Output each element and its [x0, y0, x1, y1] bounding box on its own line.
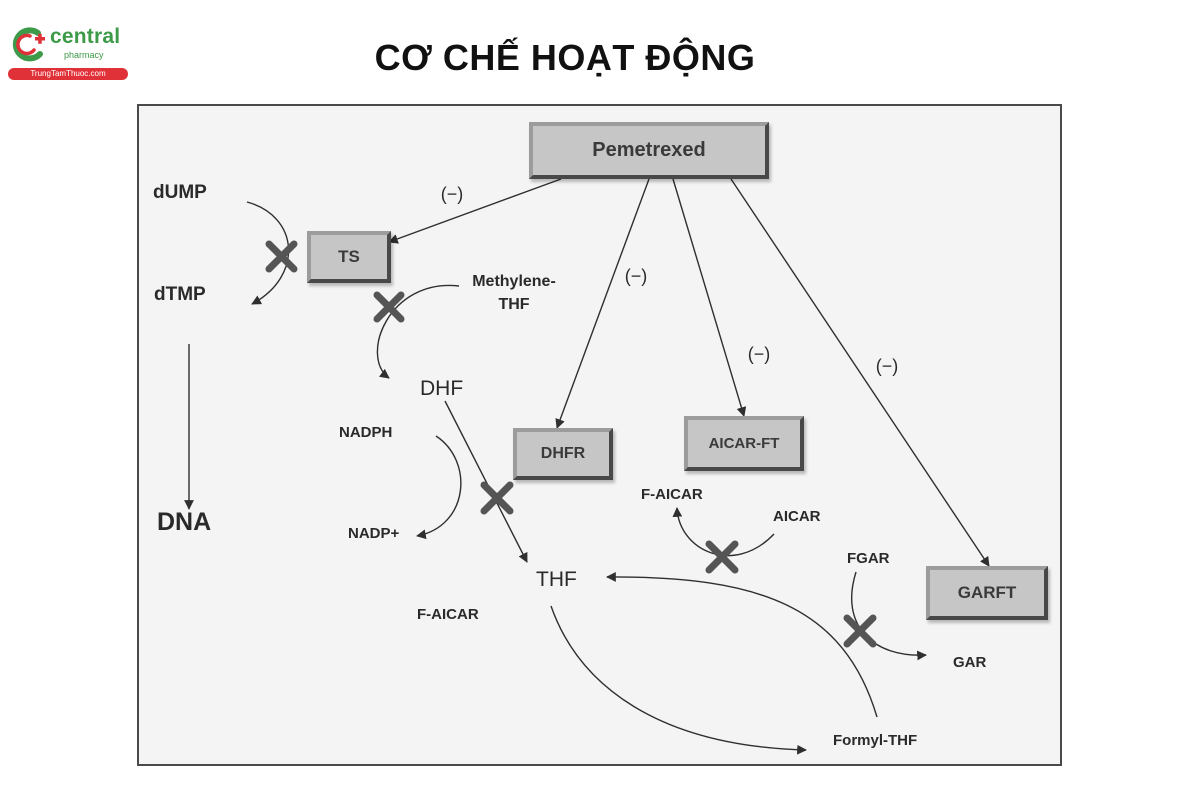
inhibition-mark-dhfr: (−)	[624, 266, 648, 286]
label-gar: GAR	[953, 654, 987, 671]
central-pharmacy-logo: central pharmacy TrungTamThuoc.com	[6, 22, 130, 84]
label-dump: dUMP	[153, 182, 207, 203]
page-title: CƠ CHẾ HOẠT ĐỘNG	[374, 37, 756, 78]
label-methylene-thf-line1: Methylene-	[472, 273, 556, 290]
dhfr-enzyme-box: DHFR	[513, 428, 613, 480]
block-cross-aicar-ft	[705, 540, 739, 574]
label-f-aicar-right: F-AICAR	[641, 486, 703, 503]
logo-mark-icon	[12, 27, 45, 62]
mechanism-diagram: Pemetrexed TS DHFR AICAR-FT GARFT (−) (−…	[137, 104, 1062, 766]
arrow-pemetrexed-to-aicar-ft	[672, 178, 747, 417]
label-f-aicar-left: F-AICAR	[417, 606, 479, 623]
arrow-pemetrexed-to-garft	[730, 178, 990, 567]
ts-enzyme-box: TS	[307, 231, 391, 283]
inhibition-mark-ts: (−)	[440, 184, 464, 204]
pemetrexed-box: Pemetrexed	[529, 122, 769, 179]
arrow-formyl-thf-to-thf	[606, 572, 878, 718]
label-formyl-thf: Formyl-THF	[833, 732, 918, 749]
block-cross-ts	[265, 240, 298, 273]
arrow-methylene-thf-to-dhf	[376, 284, 460, 379]
block-cross-garft	[843, 614, 877, 648]
label-dhf: DHF	[420, 377, 464, 400]
arrow-pemetrexed-to-dhfr	[555, 178, 650, 429]
arrow-nadph-to-nadp	[416, 435, 462, 540]
garft-enzyme-box: GARFT	[926, 566, 1048, 620]
arrow-dhf-to-thf	[444, 400, 528, 563]
label-aicar: AICAR	[773, 508, 821, 525]
inhibition-mark-garft: (−)	[875, 356, 899, 376]
label-nadp-plus: NADP+	[348, 525, 400, 542]
inhibition-mark-aicar-ft: (−)	[747, 344, 771, 364]
label-thf: THF	[536, 568, 577, 591]
arrow-aicar-to-f-aicar	[672, 507, 775, 557]
label-methylene-thf-line2: THF	[498, 296, 530, 313]
pathway-arrows	[184, 178, 990, 755]
block-cross-dhfr	[480, 481, 514, 515]
block-cross-methylene-thf	[373, 291, 405, 323]
logo-site-bar: TrungTamThuoc.com	[8, 68, 128, 80]
arrow-fgar-to-gar	[851, 571, 927, 661]
label-dtmp: dTMP	[154, 284, 206, 305]
arrow-pemetrexed-to-ts	[388, 178, 562, 244]
logo-wordmark: central	[50, 25, 121, 48]
label-dna: DNA	[157, 508, 212, 536]
logo-subtitle: pharmacy	[64, 50, 104, 60]
arrow-thf-to-formyl-thf	[550, 605, 807, 755]
aicar-ft-enzyme-box: AICAR-FT	[684, 416, 804, 471]
label-fgar: FGAR	[847, 550, 890, 567]
label-nadph: NADPH	[339, 424, 393, 441]
